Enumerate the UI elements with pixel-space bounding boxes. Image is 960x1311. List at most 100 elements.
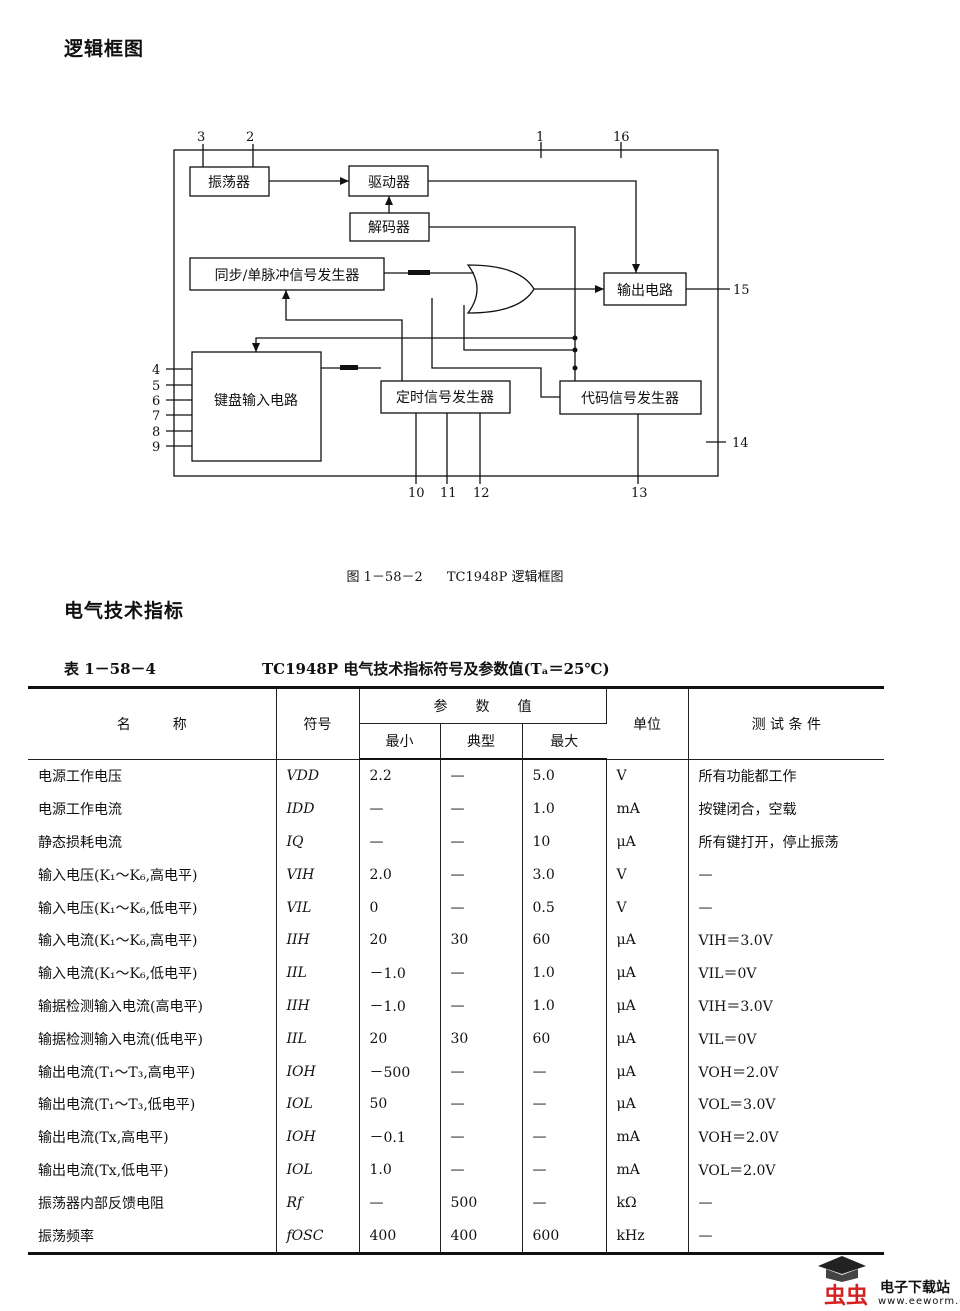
row-max: 600 (522, 1219, 607, 1255)
row-min: 50 (359, 1087, 441, 1121)
keyboard-label: 键盘输入电路 (214, 392, 298, 409)
row-typ: — (440, 1055, 523, 1088)
row-typ: — (440, 891, 523, 924)
row-typ: — (440, 1153, 523, 1187)
row-unit: kHz (606, 1219, 689, 1255)
row-unit: mA (606, 1153, 689, 1187)
row-max: 60 (522, 923, 607, 957)
pin-16: 16 (613, 130, 630, 145)
row-max: — (522, 1186, 607, 1220)
pin-7: 7 (152, 409, 160, 424)
pin-3: 3 (197, 130, 205, 145)
row-min: 20 (359, 923, 441, 957)
logo-text: 电子下载站 (880, 1280, 950, 1296)
row-typ: 500 (440, 1186, 523, 1220)
row-symbol: IIH (276, 989, 360, 1023)
pin-8: 8 (152, 425, 160, 440)
row-condition: VIL＝0V (698, 1031, 757, 1048)
row-name: 振荡频率 (28, 1219, 277, 1255)
row-max: 5.0 (522, 759, 607, 793)
row-max: 1.0 (522, 989, 607, 1023)
row-name: 电源工作电压 (28, 759, 277, 793)
row-condition: VOL＝2.0V (698, 1162, 776, 1179)
header-max: 最大 (522, 723, 607, 760)
row-max: 1.0 (522, 956, 607, 990)
row-max: 60 (522, 1022, 607, 1056)
pin-5: 5 (152, 379, 160, 394)
row-symbol: IOH (276, 1120, 360, 1154)
row-unit: V (606, 858, 689, 892)
row-condition: VOH＝2.0V (698, 1064, 779, 1081)
electrical-spec-heading: 电气技术指标 (64, 600, 185, 622)
row-name: 输出电流(T₁～T₃,高电平) (28, 1055, 277, 1088)
row-condition: 所有功能都工作 (698, 769, 797, 786)
row-max: 1.0 (522, 792, 607, 826)
timing-label: 定时信号发生器 (396, 390, 494, 406)
logic-diagram-heading: 逻辑框图 (64, 38, 145, 60)
row-symbol: IIH (276, 923, 360, 957)
row-unit: μA (606, 989, 689, 1023)
row-symbol: VIH (276, 858, 360, 892)
figure-title: TC1948P 逻辑框图 (446, 570, 564, 585)
header-name: 名 称 (28, 686, 277, 760)
driver-label: 驱动器 (368, 175, 410, 191)
row-min: 2.2 (359, 759, 441, 793)
row-min: －1.0 (359, 956, 441, 990)
table-title: TC1948P 电气技术指标符号及参数值(Tₐ＝25℃) (262, 660, 610, 678)
row-min: 1.0 (359, 1153, 441, 1187)
row-typ: — (440, 1120, 523, 1154)
row-unit: μA (606, 825, 689, 859)
pin-12: 12 (473, 486, 490, 501)
row-name: 输出电流(Tx,高电平) (28, 1120, 277, 1154)
row-symbol: VDD (276, 759, 360, 793)
row-unit: V (606, 759, 689, 793)
row-symbol: Rf (276, 1186, 360, 1220)
row-unit: kΩ (606, 1186, 689, 1220)
row-unit: V (606, 891, 689, 924)
row-symbol: fOSC (276, 1219, 360, 1255)
row-min: 0 (359, 891, 441, 924)
row-name: 输据检测输入电流(高电平) (28, 989, 277, 1023)
row-min: 400 (359, 1219, 441, 1255)
header-typ: 典型 (440, 723, 523, 760)
pin-10: 10 (408, 486, 425, 501)
row-max: 10 (522, 825, 607, 859)
row-name: 输据检测输入电流(低电平) (28, 1022, 277, 1056)
row-max: — (522, 1087, 607, 1121)
row-symbol: IOH (276, 1055, 360, 1088)
row-typ: — (440, 759, 523, 793)
code-label: 代码信号发生器 (581, 391, 679, 407)
row-typ: — (440, 792, 523, 826)
row-condition: VOH＝2.0V (698, 1130, 779, 1147)
or-gate (466, 264, 535, 314)
row-typ: — (440, 1087, 523, 1121)
row-min: －1.0 (359, 989, 441, 1023)
row-condition: — (698, 899, 713, 916)
row-unit: mA (606, 1120, 689, 1154)
row-unit: μA (606, 923, 689, 957)
row-symbol: IOL (276, 1087, 360, 1121)
row-name: 输出电流(T₁～T₃,低电平) (28, 1087, 277, 1121)
pin-6: 6 (152, 394, 160, 409)
pin-11: 11 (440, 486, 457, 501)
pin-15: 15 (733, 283, 750, 298)
row-min: －500 (359, 1055, 441, 1088)
row-symbol: VIL (276, 891, 360, 924)
pin-14: 14 (732, 436, 749, 451)
row-max: — (522, 1120, 607, 1154)
table-number: 表 1－58－4 (64, 660, 156, 678)
row-unit: μA (606, 1055, 689, 1088)
figure-caption: 图 1－58－2 TC1948P 逻辑框图 (0, 566, 910, 585)
row-condition: — (698, 866, 713, 883)
row-unit: μA (606, 1022, 689, 1056)
header-unit: 单位 (606, 686, 689, 760)
chip-outline (173, 149, 719, 477)
